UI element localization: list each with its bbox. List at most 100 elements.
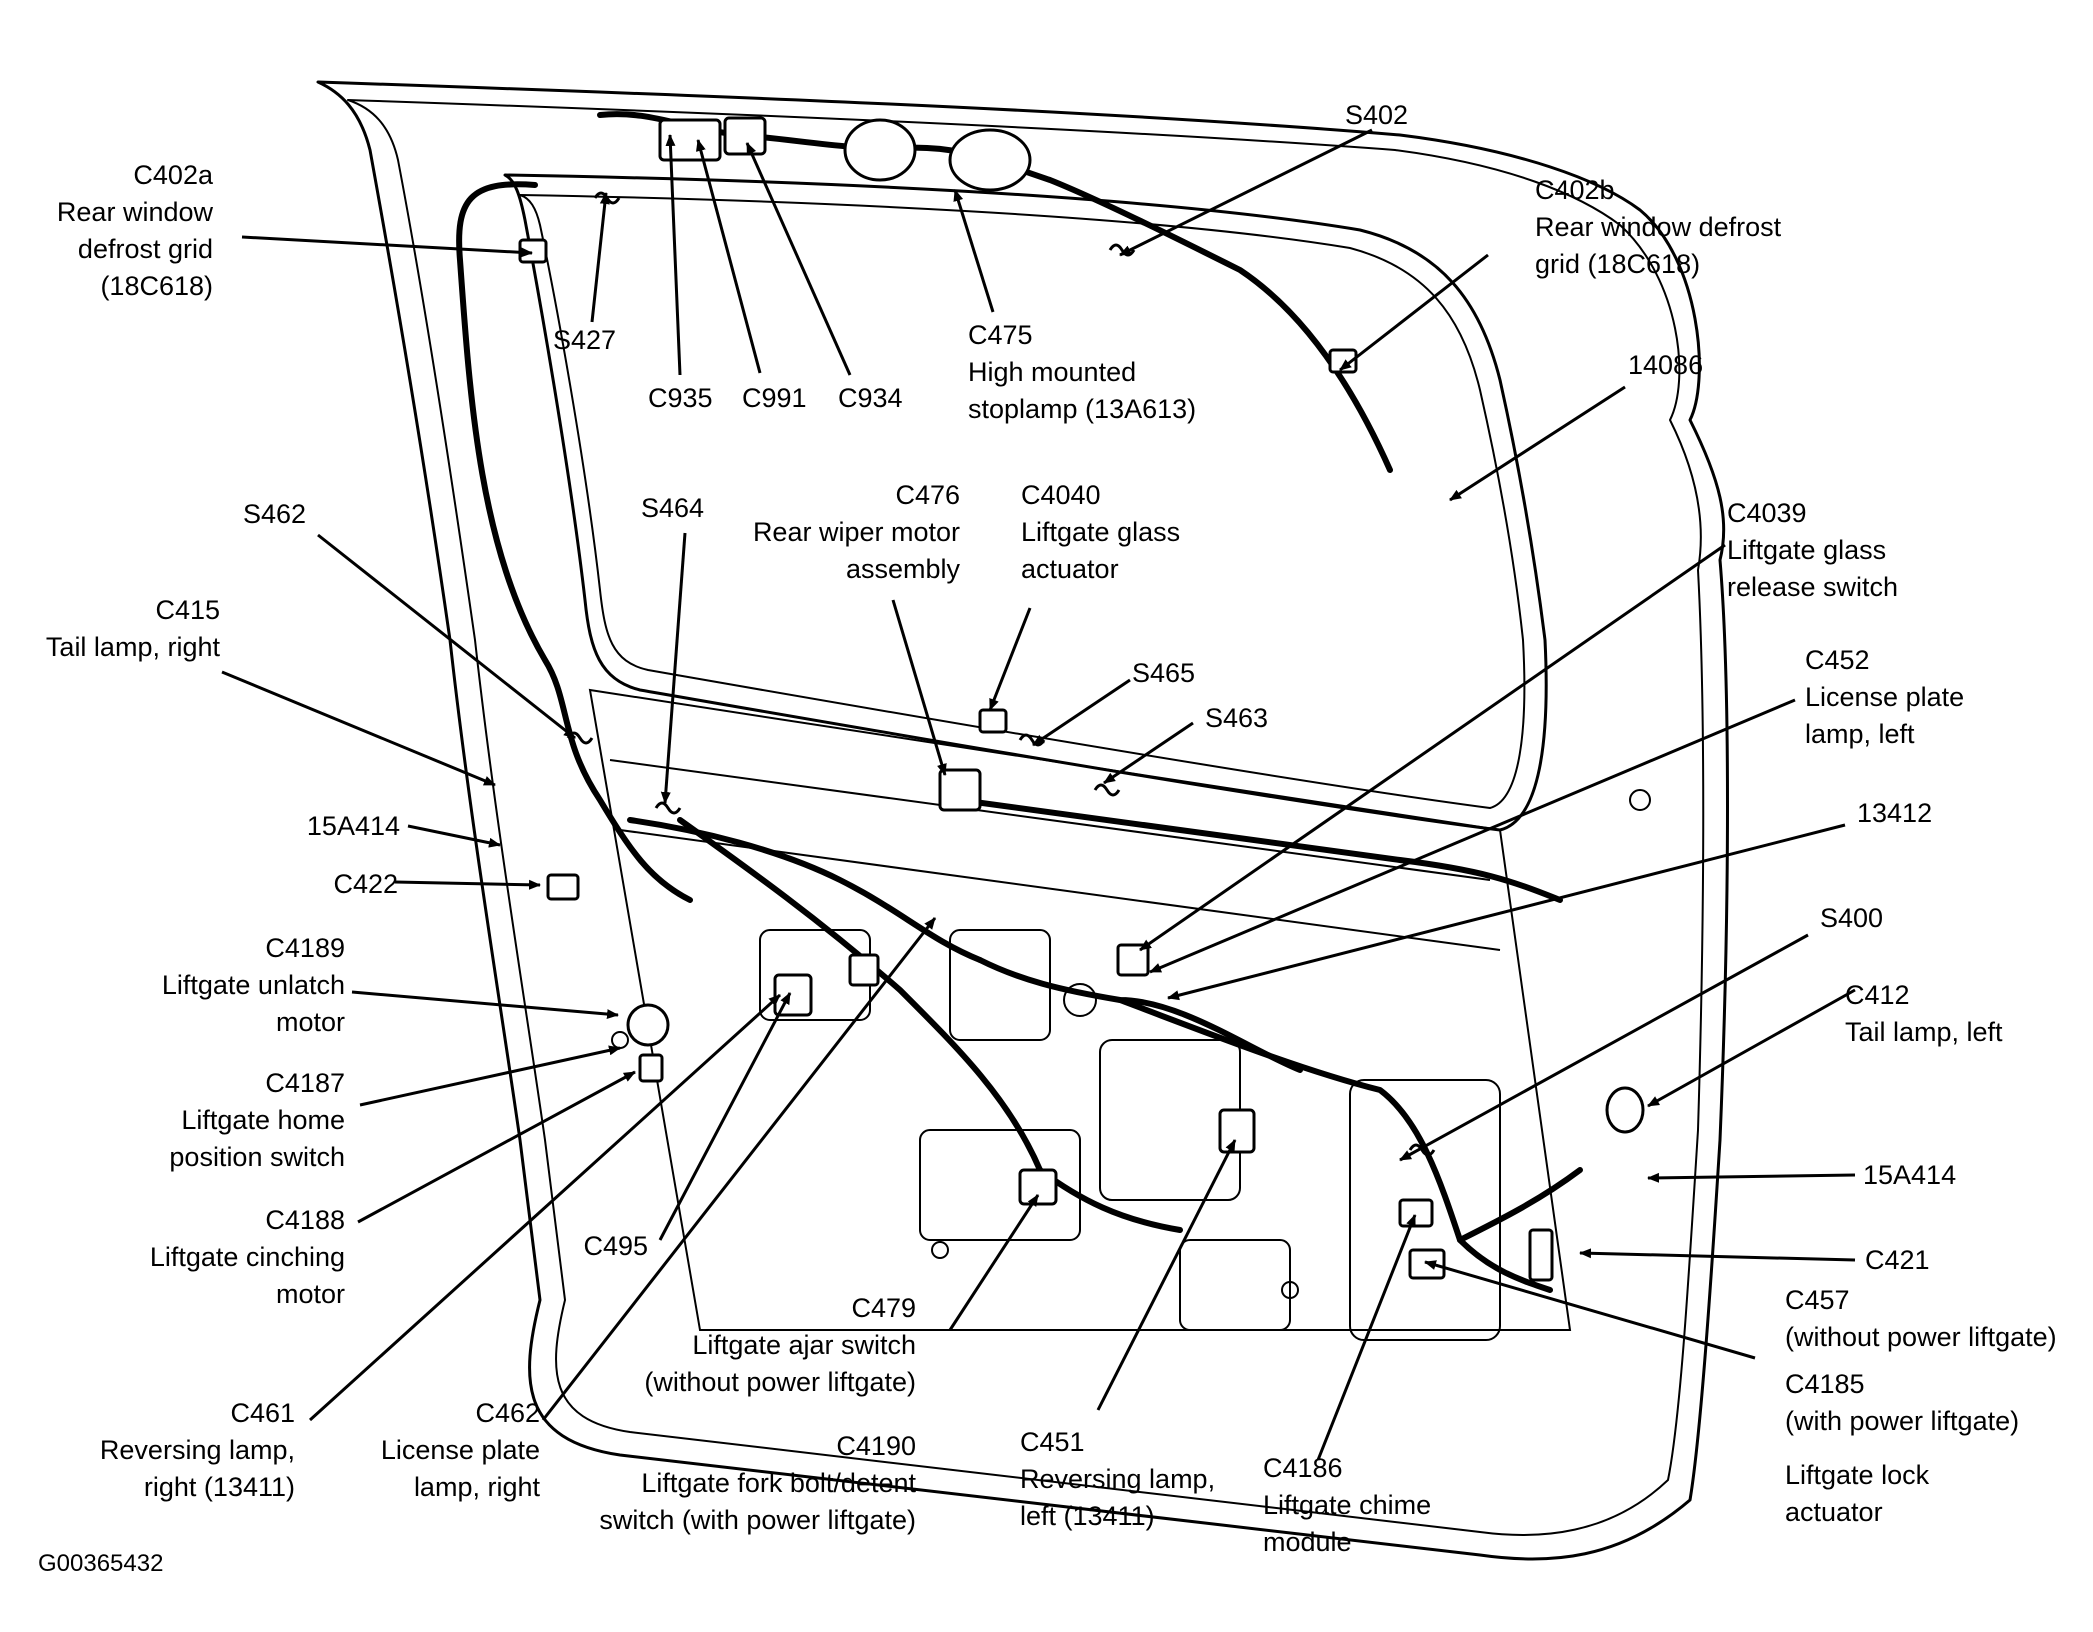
label-c476: C476 Rear wiper motor assembly	[753, 477, 960, 588]
label-c451: C451 Reversing lamp, left (13411)	[1020, 1424, 1215, 1535]
label-desc: Liftgate ajar switch	[692, 1330, 916, 1360]
label-c934: C934	[838, 380, 903, 417]
label-code: 14086	[1628, 350, 1704, 380]
label-code: 15A414	[306, 811, 400, 841]
label-c4187: C4187 Liftgate home position switch	[169, 1065, 345, 1176]
label-desc: Liftgate glass	[1021, 517, 1181, 547]
label-desc: Tail lamp, left	[1845, 1017, 2003, 1047]
label-code: C402a	[133, 160, 213, 190]
label-c4188: C4188 Liftgate cinching motor	[150, 1202, 345, 1313]
label-desc: Rear wiper motor	[752, 517, 960, 547]
label-lock-actuator: Liftgate lock actuator	[1785, 1457, 1929, 1531]
label-desc: (18C618)	[100, 271, 213, 301]
label-desc: (without power liftgate)	[1785, 1322, 2057, 1352]
label-desc: lamp, right	[413, 1472, 540, 1502]
label-code: C461	[230, 1398, 295, 1428]
label-code: S427	[553, 325, 617, 355]
label-code: C495	[583, 1231, 648, 1261]
label-code: C934	[838, 383, 903, 413]
leader-lines	[221, 128, 1856, 1461]
label-code: C991	[742, 383, 807, 413]
label-s463: S463	[1205, 700, 1268, 737]
label-desc: Tail lamp, right	[45, 632, 220, 662]
label-code: C479	[851, 1293, 916, 1323]
label-s400: S400	[1820, 900, 1883, 937]
label-code: S462	[243, 499, 307, 529]
label-c452: C452 License plate lamp, left	[1805, 642, 1964, 753]
label-c991: C991	[742, 380, 807, 417]
label-desc: actuator	[1785, 1497, 1883, 1527]
label-c4189: C4189 Liftgate unlatch motor	[162, 930, 345, 1041]
label-desc: Reversing lamp,	[1020, 1464, 1216, 1494]
label-c4186: C4186 Liftgate chime module	[1263, 1450, 1431, 1561]
label-desc: switch (with power liftgate)	[599, 1505, 916, 1535]
label-desc: Liftgate cinching	[149, 1242, 345, 1272]
label-code: 15A414	[1863, 1160, 1957, 1190]
label-s402: S402	[1345, 97, 1408, 134]
label-c4039: C4039 Liftgate glass release switch	[1727, 495, 1898, 606]
label-desc: (without power liftgate)	[644, 1367, 916, 1397]
label-desc: motor	[275, 1279, 345, 1309]
label-code: C475	[968, 320, 1033, 350]
label-code: S400	[1820, 903, 1884, 933]
label-c935: C935	[648, 380, 713, 417]
label-code: C935	[648, 383, 713, 413]
label-desc: position switch	[169, 1142, 345, 1172]
label-code: C452	[1805, 645, 1870, 675]
label-code: C421	[1865, 1245, 1930, 1275]
label-desc: Liftgate home	[181, 1105, 345, 1135]
label-c495: C495	[583, 1228, 648, 1265]
label-c4190: C4190 Liftgate fork bolt/detent switch (…	[599, 1428, 916, 1539]
label-desc: High mounted	[968, 357, 1137, 387]
label-s462: S462	[243, 496, 306, 533]
label-desc: module	[1263, 1527, 1352, 1557]
label-code: C4186	[1263, 1453, 1343, 1483]
label-c461: C461 Reversing lamp, right (13411)	[100, 1395, 295, 1506]
label-s465: S465	[1132, 655, 1195, 692]
label-code: C4040	[1021, 480, 1101, 510]
label-code: C4039	[1727, 498, 1807, 528]
label-code: C4185	[1785, 1369, 1865, 1399]
label-desc: Liftgate fork bolt/detent	[641, 1468, 916, 1498]
wiring-harness	[456, 111, 1583, 1293]
label-desc: lamp, left	[1805, 719, 1915, 749]
label-desc: Liftgate unlatch	[161, 970, 345, 1000]
label-code: 13412	[1857, 798, 1933, 828]
label-c479: C479 Liftgate ajar switch (without power…	[644, 1290, 916, 1401]
label-code: C4190	[836, 1431, 916, 1461]
label-code: C402b	[1535, 175, 1615, 205]
label-s427: S427	[553, 322, 616, 359]
label-desc: assembly	[845, 554, 960, 584]
label-desc: motor	[275, 1007, 345, 1037]
label-desc: actuator	[1021, 554, 1119, 584]
label-desc: Liftgate glass	[1727, 535, 1887, 565]
label-s464: S464	[641, 490, 704, 527]
label-desc: Liftgate lock	[1785, 1460, 1930, 1490]
label-desc: Rear window defrost	[1535, 212, 1782, 242]
label-desc: License plate	[1805, 682, 1965, 712]
label-code: C415	[155, 595, 220, 625]
label-code: S465	[1132, 658, 1196, 688]
label-desc: Liftgate chime	[1263, 1490, 1432, 1520]
label-c422: C422	[333, 866, 398, 903]
label-c415: C415 Tail lamp, right	[46, 592, 220, 666]
label-13412: 13412	[1857, 795, 1932, 832]
label-c4185: C4185 (with power liftgate)	[1785, 1366, 2019, 1440]
label-desc: defrost grid	[77, 234, 213, 264]
label-code: S402	[1345, 100, 1409, 130]
label-desc: stoplamp (13A613)	[968, 394, 1197, 424]
label-desc: release switch	[1727, 572, 1899, 602]
label-c421: C421	[1865, 1242, 1930, 1279]
label-c4040: C4040 Liftgate glass actuator	[1021, 477, 1180, 588]
label-code: C4187	[265, 1068, 345, 1098]
label-desc: left (13411)	[1020, 1501, 1155, 1531]
label-code: C462	[475, 1398, 540, 1428]
label-code: C451	[1020, 1427, 1085, 1457]
inner-panel	[588, 688, 1651, 1341]
label-c412: C412 Tail lamp, left	[1845, 977, 2003, 1051]
label-15a414-left: 15A414	[1863, 1157, 1956, 1194]
label-code: C4188	[265, 1205, 345, 1235]
splice-marks	[566, 191, 1436, 1157]
label-desc: License plate	[380, 1435, 540, 1465]
label-code: S463	[1205, 703, 1269, 733]
